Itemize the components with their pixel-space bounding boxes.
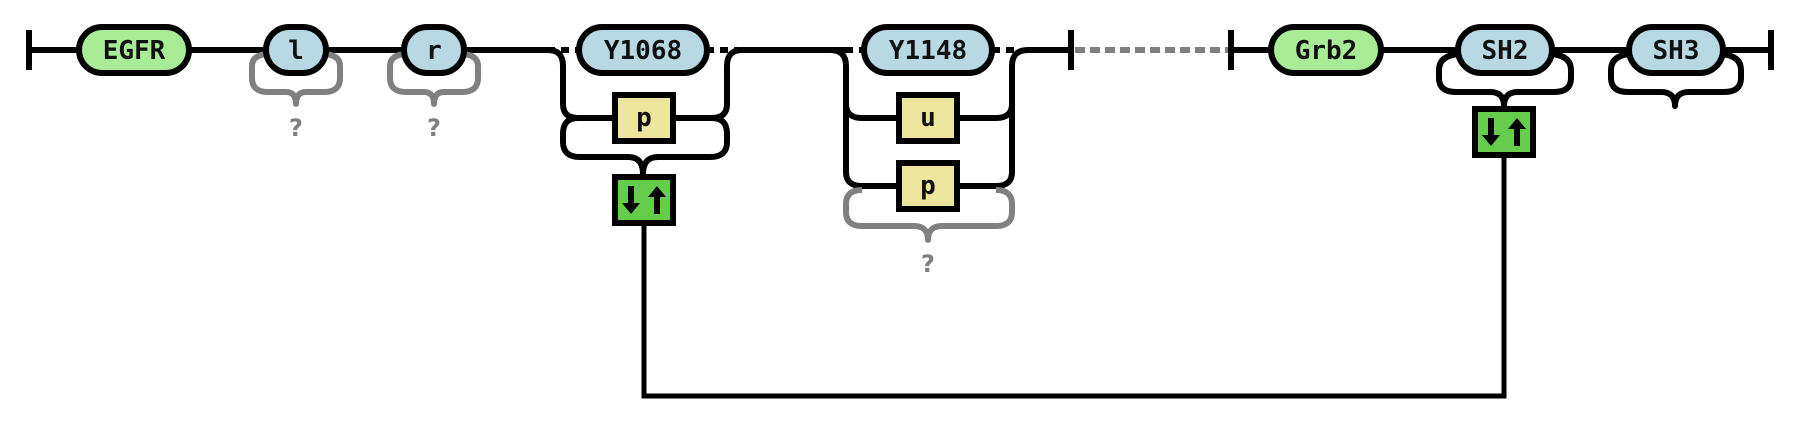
down-arrow-icon [622,186,640,214]
up-arrow-icon [1508,118,1526,146]
site-y1148-unknown-mark: ? [921,250,935,278]
state-y1068-p[interactable]: p [612,92,676,144]
state-y1068-p-label: p [636,103,652,133]
bond-line-y1068-sh2[interactable] [641,158,1507,399]
binding-arrows-icon[interactable] [612,174,676,226]
site-l-unknown-brace [249,51,343,107]
y1148-branch-right [958,47,1071,121]
up-arrow-icon [648,186,666,214]
site-sh2-label: SH2 [1482,36,1529,66]
site-y1148-label: Y1148 [889,36,967,66]
down-arrow-icon [1482,118,1500,146]
state-y1148-p[interactable]: p [896,160,960,212]
site-r-unknown-brace [387,51,481,107]
site-sh2[interactable]: SH2 [1436,24,1574,158]
y1148-unknown-brace [843,187,1015,243]
site-l-pill[interactable] [263,24,329,76]
site-y1068[interactable]: Y1068 p [540,24,845,226]
site-r-label: r [426,36,442,66]
sh3-brace [1608,51,1744,109]
agent-grb2[interactable]: Grb2 [1268,24,1384,76]
y1148-branch-left-lower [843,104,898,189]
sh2-binding-box[interactable] [1472,106,1536,158]
site-y1068-pill[interactable] [576,24,710,76]
state-y1148-p-label: p [920,171,936,201]
y1148-branch-right-lower [958,104,1015,189]
site-sh3[interactable]: SH3 [1608,24,1744,109]
site-sh3-label: SH3 [1653,36,1700,66]
site-l-unknown-mark: ? [289,114,303,142]
site-y1148-pill[interactable] [861,24,995,76]
site-y1068-label: Y1068 [604,36,682,66]
agent-egfr-pill[interactable] [76,24,192,76]
site-r[interactable]: r ? [387,24,481,142]
agent-grb2-pill[interactable] [1268,24,1384,76]
agent-grb2-label: Grb2 [1295,36,1358,66]
agent-egfr-label: EGFR [103,36,166,66]
site-sh2-pill[interactable] [1455,24,1555,76]
site-r-pill[interactable] [401,24,467,76]
state-y1148-u-box[interactable] [896,92,960,144]
state-y1148-u-label: u [920,103,936,133]
state-y1068-p-box[interactable] [612,92,676,144]
agent-egfr[interactable]: EGFR [76,24,192,76]
site-y1148[interactable]: Y1148 u p ? [829,24,1071,278]
y1068-binding-box[interactable] [612,174,676,226]
state-y1148-u[interactable]: u [896,92,960,144]
site-l-label: l [288,36,304,66]
site-r-unknown-mark: ? [427,114,441,142]
site-l[interactable]: l ? [249,24,343,142]
binding-arrows-icon[interactable] [1472,106,1536,158]
state-y1148-p-box[interactable] [896,160,960,212]
site-sh3-pill[interactable] [1626,24,1726,76]
